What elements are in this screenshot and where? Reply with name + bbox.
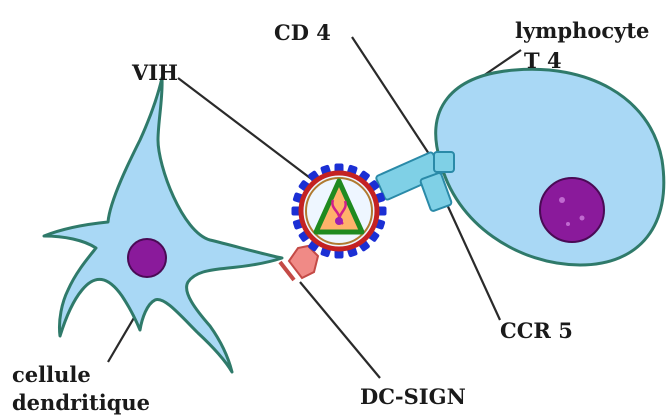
leader-line-vih [178,78,318,184]
lymphocyte-body [436,69,664,265]
leader-line-cd4 [352,37,433,160]
label-cellule: cellule [12,364,91,385]
lymphocyte-nucleus [540,178,604,242]
label-t4: T 4 [524,50,562,71]
label-dc-sign: DC-SIGN [360,386,466,407]
dc-sign-receptor [280,246,318,280]
dendritic-cell-body [44,78,282,372]
label-lymphocyte: lymphocyte [515,20,649,41]
label-cd4: CD 4 [274,22,331,43]
dendritic-cell [44,78,282,372]
dendritic-cell-nucleus [128,239,166,277]
label-vih: VIH [132,62,178,83]
leader-line-dc-sign [300,282,380,378]
label-ccr5: CCR 5 [500,320,573,341]
lymphocyte-t4 [436,69,664,265]
label-dendritique: dendritique [12,392,150,413]
hiv-virus [292,164,387,259]
